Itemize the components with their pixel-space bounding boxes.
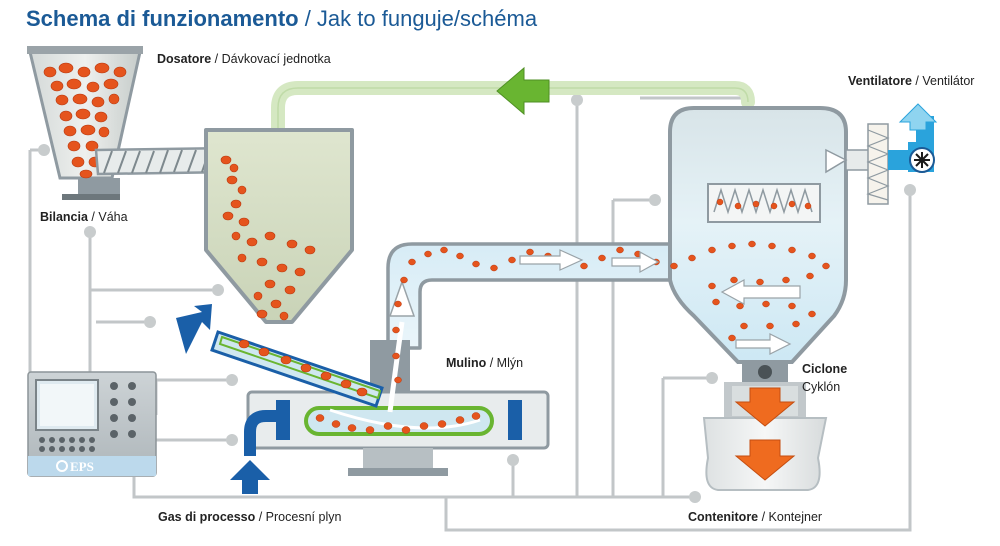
label-cyklon: Cyklón [802, 380, 841, 394]
label-dosatore: Dosatore / Dávkovací jednotka [157, 52, 331, 66]
wiring-nodes [38, 94, 916, 503]
mill-particles [315, 276, 481, 434]
label-gas: Gas di processo / Procesní plyn [158, 510, 342, 524]
injection-arrow [176, 304, 212, 354]
gas-inlet-arrow [230, 460, 270, 494]
discharge-arrows [734, 387, 796, 481]
mill-flow-arrows [329, 279, 481, 430]
fan [825, 103, 938, 205]
feed-particles [220, 155, 368, 397]
feed-funnel [204, 128, 354, 324]
hopper-material [43, 62, 127, 179]
controller-brand: EPS [70, 459, 94, 474]
return-duct-edge [277, 87, 749, 130]
label-mulino: Mulino / Mlýn [446, 356, 524, 370]
duct-flow-arrows [519, 249, 801, 355]
control-panel [27, 371, 157, 477]
brand-logo-icon [56, 460, 68, 472]
label-bilancia: Bilancia / Váha [40, 210, 128, 224]
return-flow-arrow [496, 66, 550, 116]
label-ventilatore: Ventilatore / Ventilátor [848, 74, 975, 88]
gas-inlet-pipe [244, 410, 282, 456]
label-ciclone: Ciclone [802, 362, 848, 376]
label-contenitore: Contenitore / Kontejner [688, 510, 823, 524]
page-title: Schema di funzionamento / Jak to funguje… [26, 6, 538, 31]
cyclone [668, 106, 848, 418]
mill [246, 340, 550, 476]
